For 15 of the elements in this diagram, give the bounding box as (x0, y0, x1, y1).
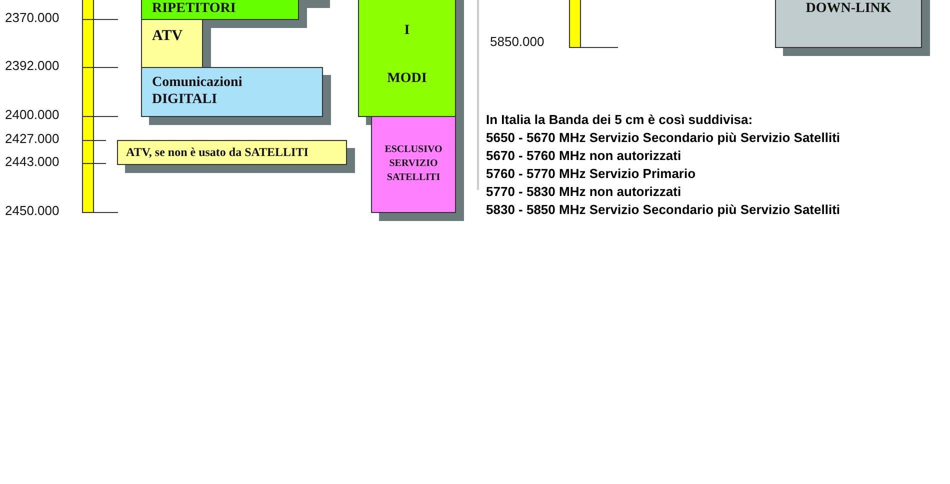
note-text: 5770 - 5830 MHz non autorizzati (486, 184, 682, 200)
frequency-label: 2370.000 (5, 11, 60, 25)
frequency-label: 2443.000 (5, 155, 60, 169)
note-text: 5830 - 5850 MHz Servizio Secondario più Servizio Satelliti (486, 202, 840, 218)
frequency-label: 2450.000 (5, 204, 60, 218)
scale-bar (569, 0, 581, 48)
note-text: In Italia la Banda dei 5 cm è così suddivisa: (486, 112, 753, 128)
frequency-label: 2392.000 (5, 59, 60, 73)
frequency-label: 2427.000 (5, 132, 60, 146)
note-text: 5670 - 5760 MHz non autorizzati (486, 148, 682, 164)
frequency-label: 2400.000 (5, 108, 60, 122)
frequency-label: 5850.000 (490, 35, 544, 49)
note-text: 5650 - 5670 MHz Servizio Secondario più Servizio Satelliti (486, 130, 840, 146)
note-text: 5760 - 5770 MHz Servizio Primario (486, 166, 696, 182)
scale-bar (82, 0, 94, 213)
